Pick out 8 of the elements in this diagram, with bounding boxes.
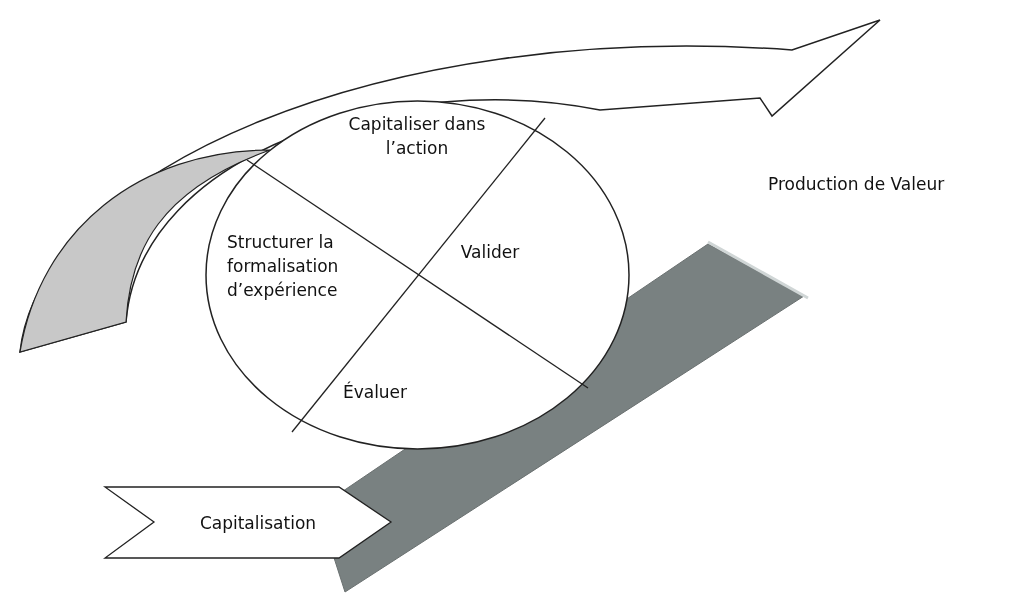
- section-label: Structurer la formalisation d’expérience: [227, 231, 340, 302]
- section-label: Valider: [459, 241, 521, 264]
- outcome-label: Production de Valeur: [768, 173, 945, 196]
- cycle-wheel: [205, 100, 630, 450]
- chevron-label: Capitalisation: [198, 511, 318, 535]
- chevron-shape: [104, 486, 392, 559]
- section-label: Évaluer: [341, 380, 409, 404]
- section-label: Capitaliser dans l’action: [347, 113, 487, 160]
